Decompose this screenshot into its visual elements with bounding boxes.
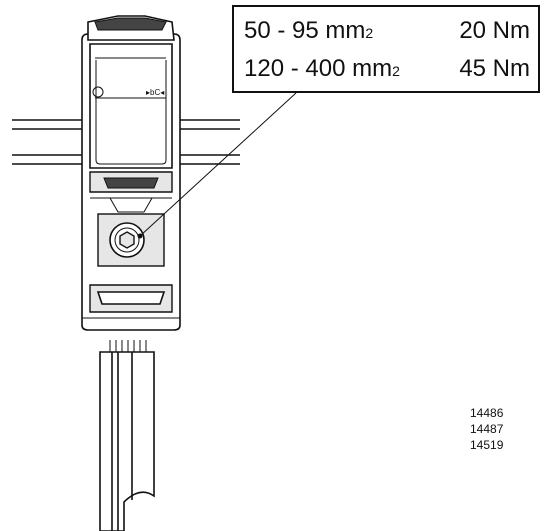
reference-code: 14487 bbox=[470, 422, 504, 436]
hinged-cover: ▸bC◂ bbox=[87, 15, 175, 169]
reference-code: 14486 bbox=[470, 406, 504, 420]
clamp-screw-icon bbox=[97, 213, 165, 267]
torque-value: 45 Nm bbox=[459, 55, 530, 82]
reference-code: 14519 bbox=[470, 438, 504, 452]
svg-text:▸bC◂: ▸bC◂ bbox=[146, 88, 164, 97]
cable-strands bbox=[109, 340, 147, 352]
reference-codes: 14486 14487 14519 bbox=[470, 405, 503, 453]
cross-section-range: 50 - 95 bbox=[244, 17, 319, 44]
din-rail bbox=[12, 119, 240, 165]
cable-entry bbox=[82, 284, 180, 319]
leader-marker bbox=[137, 233, 143, 239]
cable bbox=[99, 351, 155, 531]
cross-section-unit: mm bbox=[352, 55, 393, 82]
cross-section-unit: mm bbox=[325, 17, 366, 44]
spec-row: 50 - 95 mm2 20 Nm bbox=[234, 13, 538, 49]
torque-value: 20 Nm bbox=[459, 17, 530, 44]
spec-row: 120 - 400 mm2 45 Nm bbox=[234, 51, 538, 87]
spec-range: 50 - 95 mm2 bbox=[244, 13, 373, 49]
leader-line bbox=[139, 92, 297, 237]
spec-range: 120 - 400 mm2 bbox=[244, 51, 400, 87]
unit-exponent: 2 bbox=[392, 63, 400, 79]
unit-exponent: 2 bbox=[365, 25, 374, 41]
cross-section-range: 120 - 400 bbox=[244, 55, 346, 82]
latch bbox=[89, 171, 173, 213]
torque-spec-box: 50 - 95 mm2 20 Nm 120 - 400 mm2 45 Nm bbox=[232, 5, 540, 93]
